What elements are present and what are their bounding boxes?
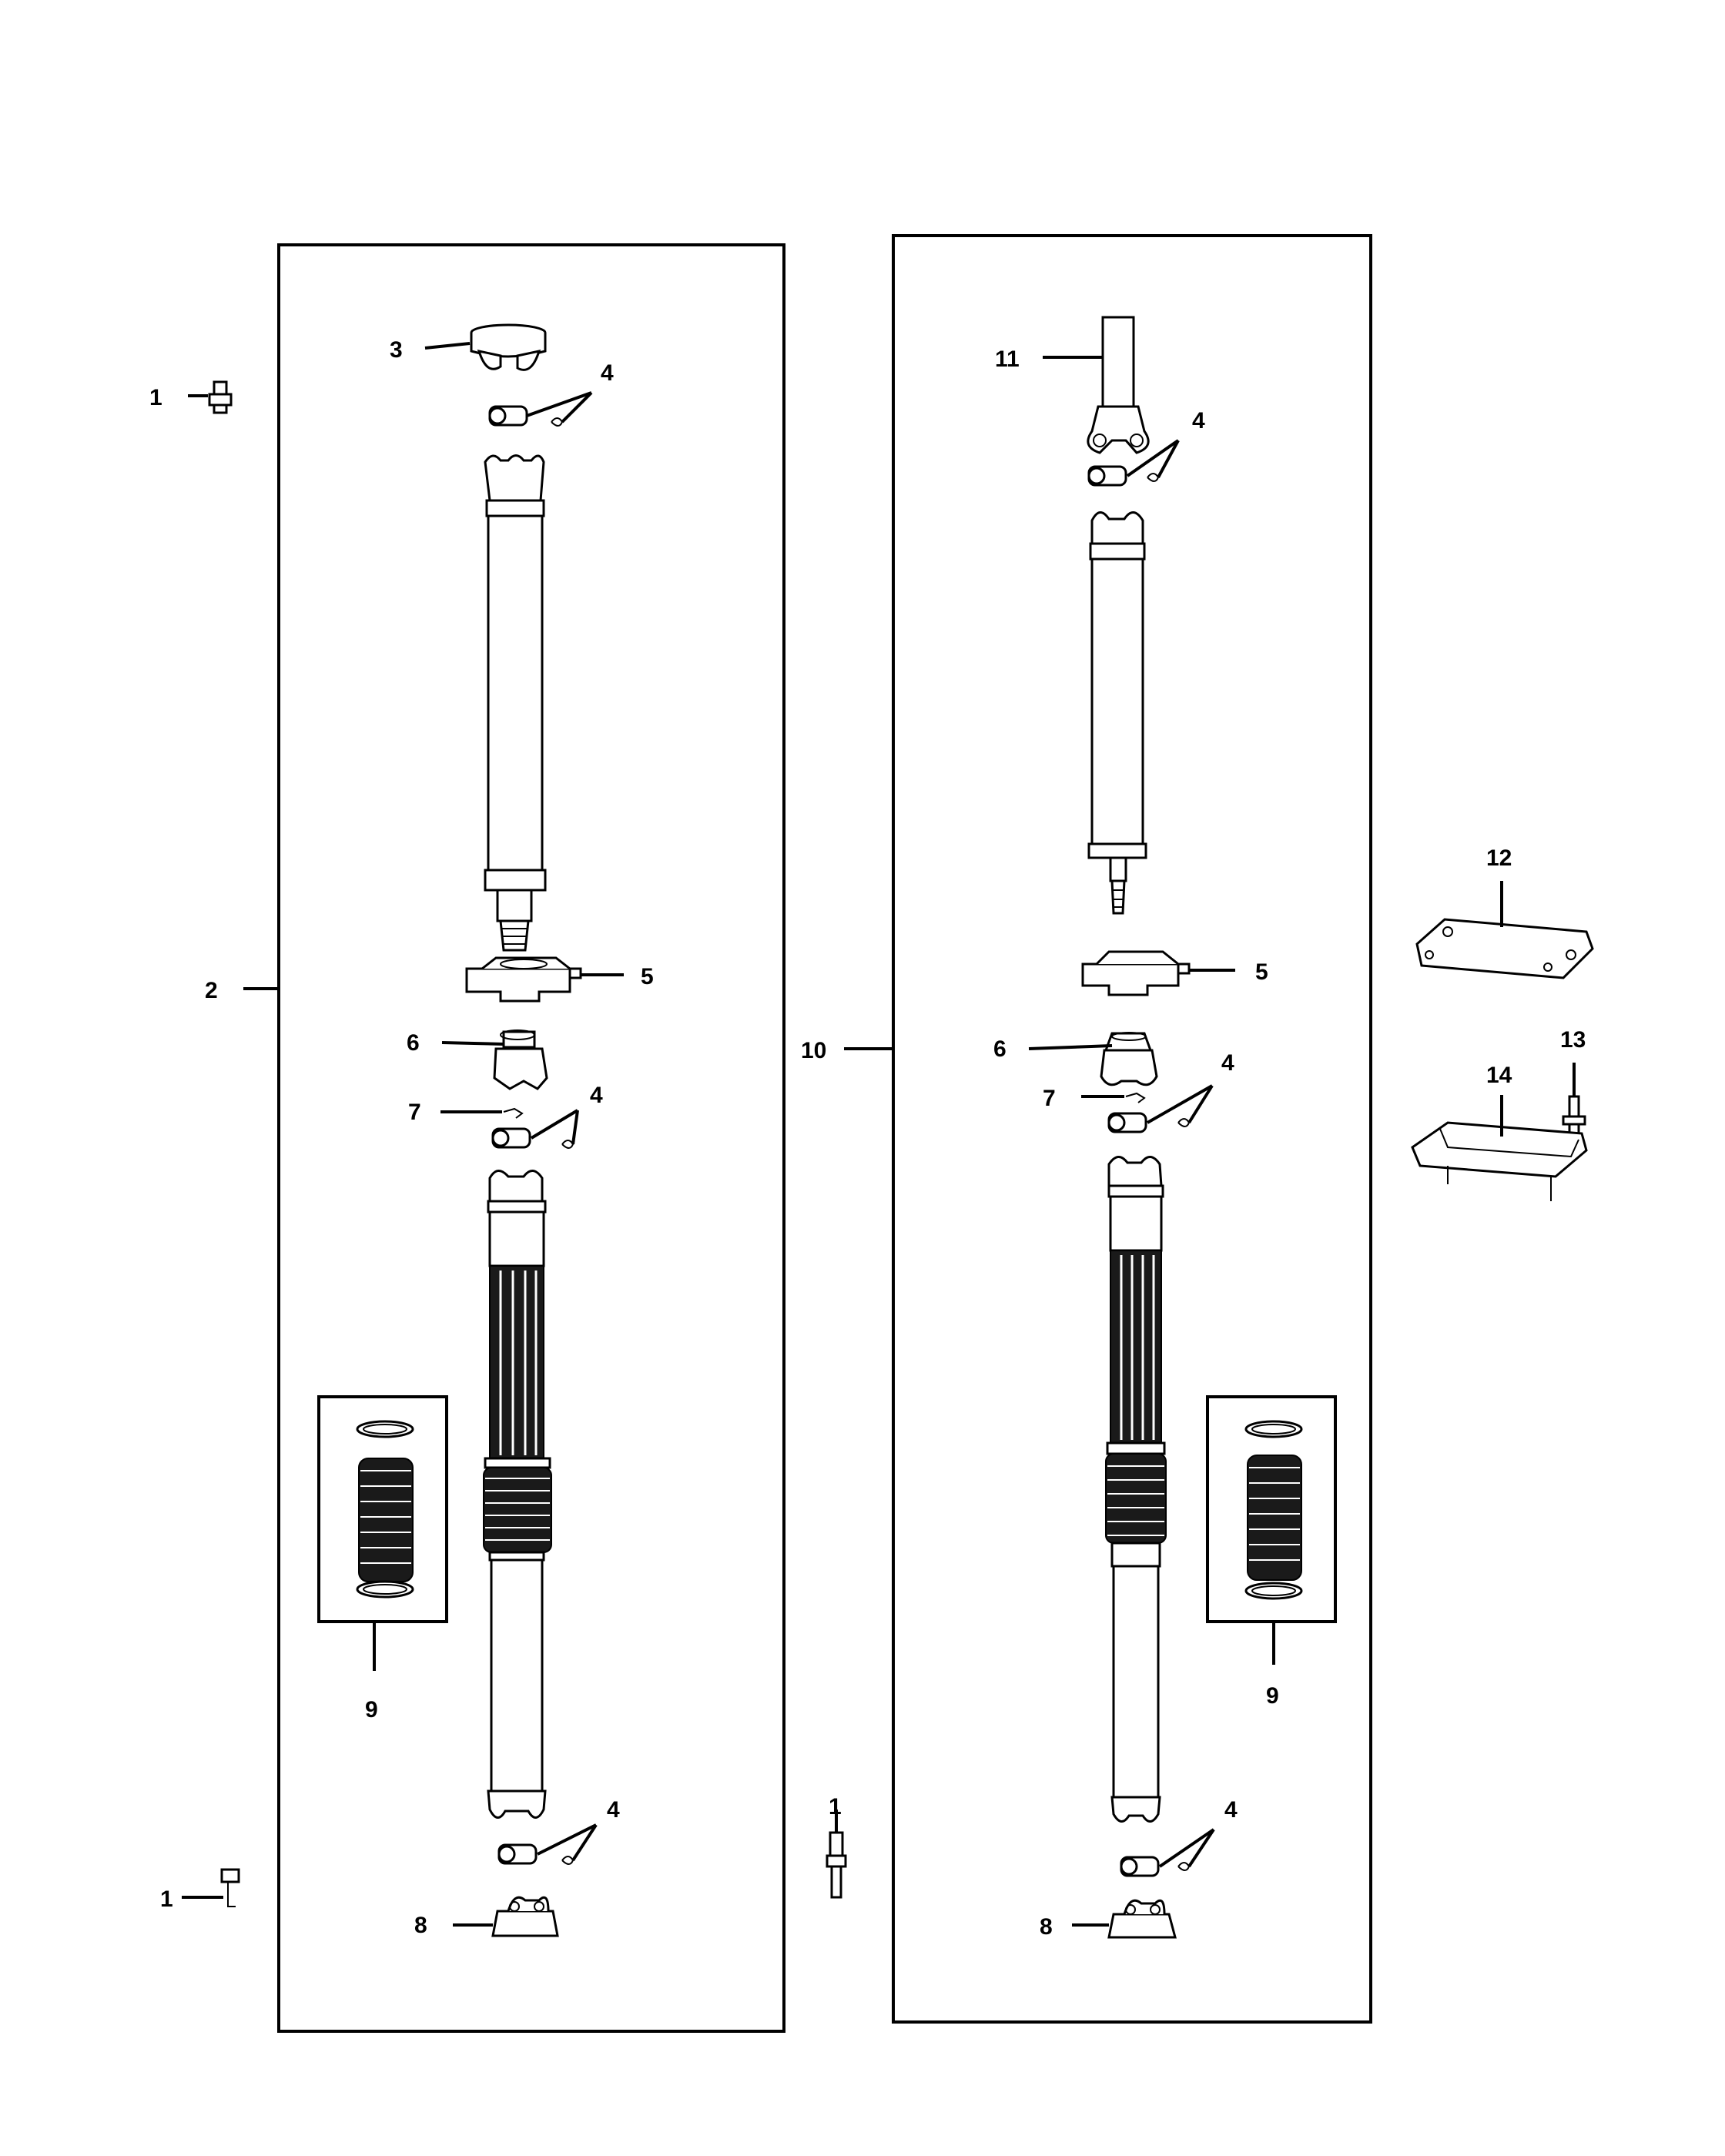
callout-11: 11 (995, 346, 1020, 372)
left-flange (470, 323, 547, 371)
right-slip-yoke-shaft (1087, 316, 1150, 454)
left-center-bearing (465, 956, 582, 1003)
callout-4: 4 (1221, 1050, 1234, 1076)
callout-1: 1 (829, 1794, 842, 1820)
bolt-icon (826, 1831, 847, 1899)
left-clip (503, 1107, 524, 1119)
callout-4: 4 (601, 360, 614, 386)
left-lower-shaft (483, 1170, 552, 1819)
right-lower-shaft (1105, 1156, 1167, 1823)
left-slip-yoke (493, 1029, 548, 1090)
callout-13: 13 (1560, 1027, 1586, 1053)
callout-4: 4 (590, 1083, 603, 1108)
callout-7: 7 (1043, 1086, 1056, 1111)
left-rear-flange (491, 1896, 559, 1937)
callout-8: 8 (414, 1913, 427, 1938)
left-u-joint-bottom (497, 1843, 574, 1865)
right-u-joint-bottom (1120, 1856, 1191, 1877)
left-upper-tube (484, 454, 547, 952)
callout-1: 1 (160, 1886, 173, 1912)
bracket-icon (1411, 1121, 1588, 1201)
callout-3: 3 (390, 337, 403, 363)
bolt-icon (208, 380, 233, 414)
left-u-joint-middle (491, 1127, 574, 1149)
bolt-icon (220, 1868, 240, 1907)
right-assembly-frame (892, 234, 1372, 2024)
callout-2: 2 (205, 978, 218, 1003)
callout-4: 4 (1192, 408, 1205, 434)
right-center-bearing (1081, 950, 1191, 996)
callout-4: 4 (1224, 1797, 1238, 1823)
left-assembly-frame (277, 243, 785, 2033)
right-u-joint-top (1087, 465, 1160, 487)
right-boot-kit (1206, 1395, 1337, 1623)
right-clip (1125, 1092, 1146, 1103)
callout-5: 5 (1255, 959, 1268, 985)
right-upper-tube (1087, 511, 1147, 915)
callout-14: 14 (1486, 1063, 1512, 1088)
callout-8: 8 (1040, 1914, 1053, 1940)
callout-1: 1 (149, 385, 162, 410)
callout-9: 9 (1266, 1683, 1279, 1709)
callout-10: 10 (801, 1038, 826, 1063)
skid-plate-icon (1415, 918, 1594, 979)
right-u-joint-middle (1107, 1112, 1191, 1133)
left-u-joint-top (488, 405, 564, 427)
left-boot-kit (317, 1395, 448, 1623)
right-slip-yoke (1100, 1032, 1158, 1086)
callout-4: 4 (607, 1797, 620, 1823)
callout-12: 12 (1486, 845, 1512, 871)
callout-6: 6 (407, 1030, 420, 1056)
callout-9: 9 (365, 1697, 378, 1722)
callout-5: 5 (641, 964, 654, 989)
right-rear-flange (1107, 1899, 1177, 1939)
callout-6: 6 (993, 1036, 1007, 1062)
callout-7: 7 (408, 1100, 421, 1125)
